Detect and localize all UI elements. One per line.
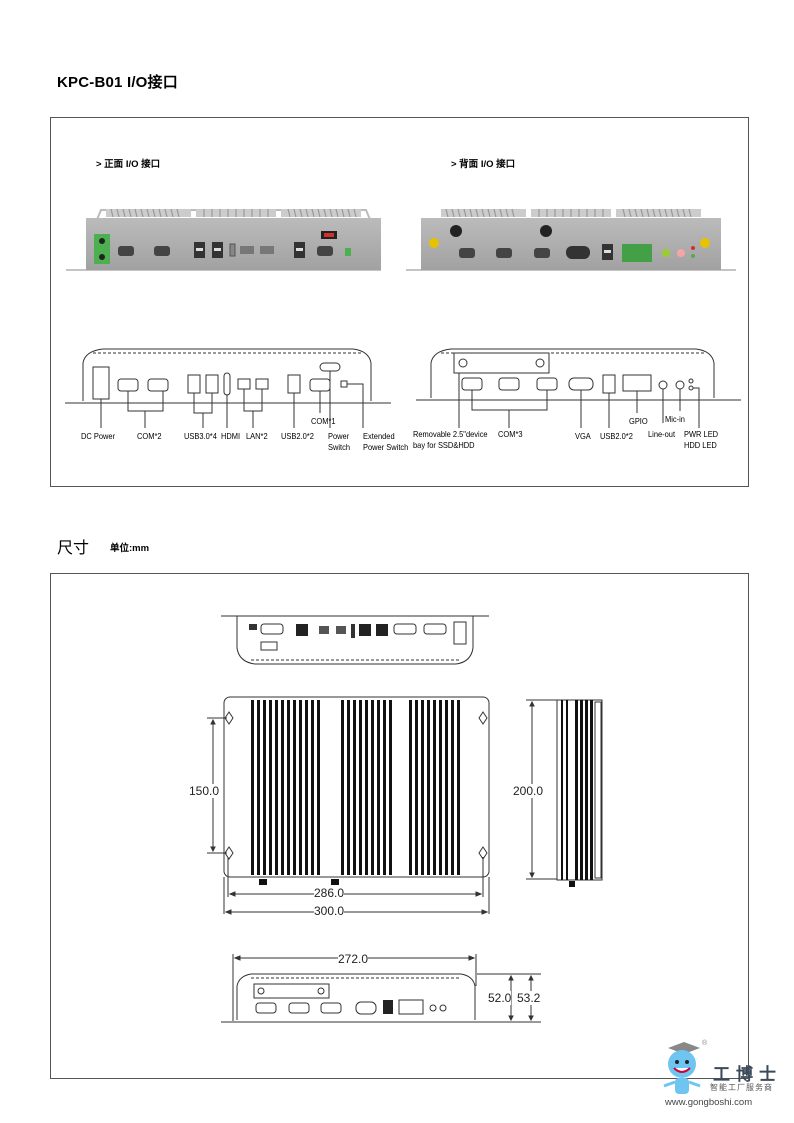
- label-lan2: LAN*2: [246, 431, 268, 441]
- label-bay-ssd-hdd: bay for SSD&HDD: [413, 440, 475, 450]
- dim-height-total: 53.2: [517, 991, 541, 1005]
- rear-io-subtitle: > 背面 I/O 接口: [451, 159, 516, 170]
- dim-rear-width: 272.0: [338, 952, 369, 966]
- top-view-drawing: [207, 696, 490, 915]
- label-switch: Switch: [328, 442, 351, 452]
- label-mic-in: Mic-in: [665, 414, 685, 424]
- page-title: KPC-B01 I/O接口: [57, 74, 178, 91]
- label-com3: COM*3: [498, 429, 523, 439]
- label-pwr-led: PWR LED: [684, 429, 719, 439]
- label-usb20-2-front: USB2.0*2: [281, 431, 314, 441]
- label-usb30-4: USB3.0*4: [184, 431, 217, 441]
- dimension-title: 尺寸: [57, 540, 90, 557]
- dim-inner-width: 286.0: [314, 886, 345, 900]
- label-power: Power: [328, 431, 350, 441]
- label-power-switch-ext: Power Switch: [363, 442, 409, 452]
- rear-view-drawing: [221, 954, 541, 1023]
- label-extended: Extended: [363, 431, 395, 441]
- brand-name: 工博士: [713, 1065, 782, 1084]
- dim-height-body: 52.0: [488, 991, 512, 1005]
- label-hdmi: HDMI: [221, 431, 241, 441]
- label-dc-power: DC Power: [81, 431, 116, 441]
- label-com1: COM*1: [311, 416, 336, 426]
- dim-depth: 200.0: [513, 784, 544, 798]
- label-vga: VGA: [575, 431, 591, 441]
- unit-label: 单位:mm: [110, 543, 150, 554]
- label-com2: COM*2: [137, 431, 162, 441]
- front-panel-photo: [66, 208, 381, 271]
- rear-panel-drawing: [416, 348, 741, 428]
- dim-mount-spacing: 150.0: [189, 784, 220, 798]
- watermark: ® 工博士 智能工厂服务商 www.gongboshi.com: [655, 1040, 790, 1115]
- front-panel-drawing: [65, 348, 391, 428]
- io-frame: > 正面 I/O 接口 > 背面 I/O 接口: [50, 117, 749, 487]
- front-view-drawing: [221, 615, 489, 665]
- rear-panel-photo: [406, 208, 736, 271]
- label-usb20-2-rear: USB2.0*2: [600, 431, 633, 441]
- brand-tagline: 智能工厂服务商: [710, 1083, 773, 1092]
- label-line-out: Line-out: [648, 429, 676, 439]
- label-gpio: GPIO: [629, 416, 648, 426]
- mascot-icon: [663, 1042, 701, 1094]
- registered-mark: ®: [702, 1040, 708, 1047]
- label-hdd-led: HDD LED: [684, 440, 717, 450]
- brand-url[interactable]: www.gongboshi.com: [665, 1097, 753, 1108]
- dimension-frame: 150.0 286.0 300.0 200.0: [50, 573, 749, 1079]
- dim-outer-width: 300.0: [314, 904, 345, 918]
- front-io-subtitle: > 正面 I/O 接口: [96, 159, 161, 170]
- label-removable-bay: Removable 2.5"device: [413, 429, 488, 439]
- side-view-drawing: [526, 699, 603, 887]
